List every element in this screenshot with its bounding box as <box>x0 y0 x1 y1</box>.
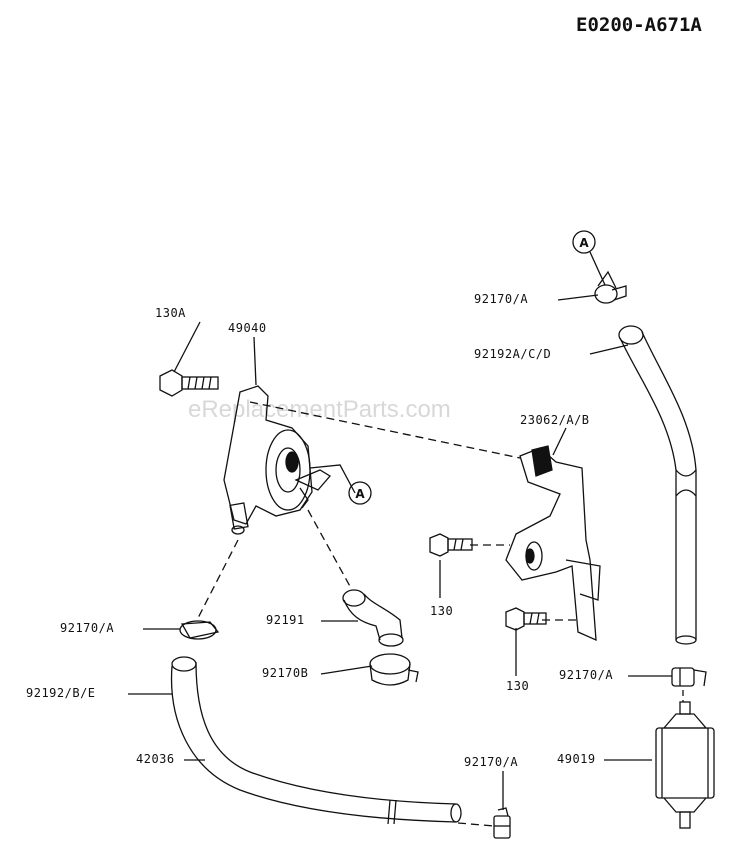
label-49040: 49040 <box>228 321 267 335</box>
callout-a-pump-line <box>309 464 356 494</box>
assembly-line-clamp-left <box>197 539 239 619</box>
watermark: eReplacementParts.com <box>188 396 451 423</box>
clamp-92170A-top <box>594 270 627 304</box>
leader-92170B <box>320 665 373 675</box>
callout-a-pump-circle <box>348 481 372 505</box>
label-92191: 92191 <box>266 613 305 627</box>
callout-a-top-circle <box>572 230 596 254</box>
bracket-23062 <box>505 445 601 642</box>
label-92170A-top: 92170/A <box>474 292 529 306</box>
assembly-line-bracket <box>249 401 521 459</box>
label-92170B: 92170B <box>262 666 309 680</box>
label-92170A-left: 92170/A <box>60 621 115 635</box>
bolt-130-lower <box>505 607 547 631</box>
label-92192BE: 92192/B/E <box>26 686 96 700</box>
hose-92192BE <box>170 656 462 825</box>
label-92170A-bottom: 92170/A <box>464 755 519 769</box>
label-130-lower: 130 <box>506 679 530 693</box>
clamp-92170A-left <box>179 620 220 640</box>
leader-130A <box>173 321 201 373</box>
bolt-130-upper <box>429 533 473 557</box>
label-92192ACD: 92192A/C/D <box>474 347 552 361</box>
label-23062AB: 23062/A/B <box>520 413 590 427</box>
leader-92170A-top <box>557 294 599 301</box>
diagram-code: E0200-A671A <box>576 14 702 36</box>
label-92170A-right: 92170/A <box>559 668 614 682</box>
clamp-92170A-right <box>671 667 707 687</box>
bolt-130A <box>159 369 219 397</box>
clamp-92170B <box>369 653 419 686</box>
label-42036: 42036 <box>136 752 175 766</box>
label-130A: 130A <box>155 306 186 320</box>
assembly-line-92191 <box>307 509 353 591</box>
hose-92192ACD <box>618 325 697 645</box>
hose-92191 <box>342 589 404 647</box>
callout-a-top-letter: A <box>579 236 589 250</box>
label-49019: 49019 <box>557 752 596 766</box>
fuel-filter-49019 <box>655 701 715 829</box>
leader-49040 <box>253 336 257 386</box>
leader-92192ACD <box>589 344 629 355</box>
leader-23062AB <box>552 427 567 456</box>
assembly-line-clamp-bottom <box>457 822 495 827</box>
fuel-pump-49040 <box>223 385 331 535</box>
label-130-upper: 130 <box>430 604 454 618</box>
callout-a-pump-letter: A <box>355 487 365 501</box>
clamp-92170A-bottom <box>493 807 511 839</box>
